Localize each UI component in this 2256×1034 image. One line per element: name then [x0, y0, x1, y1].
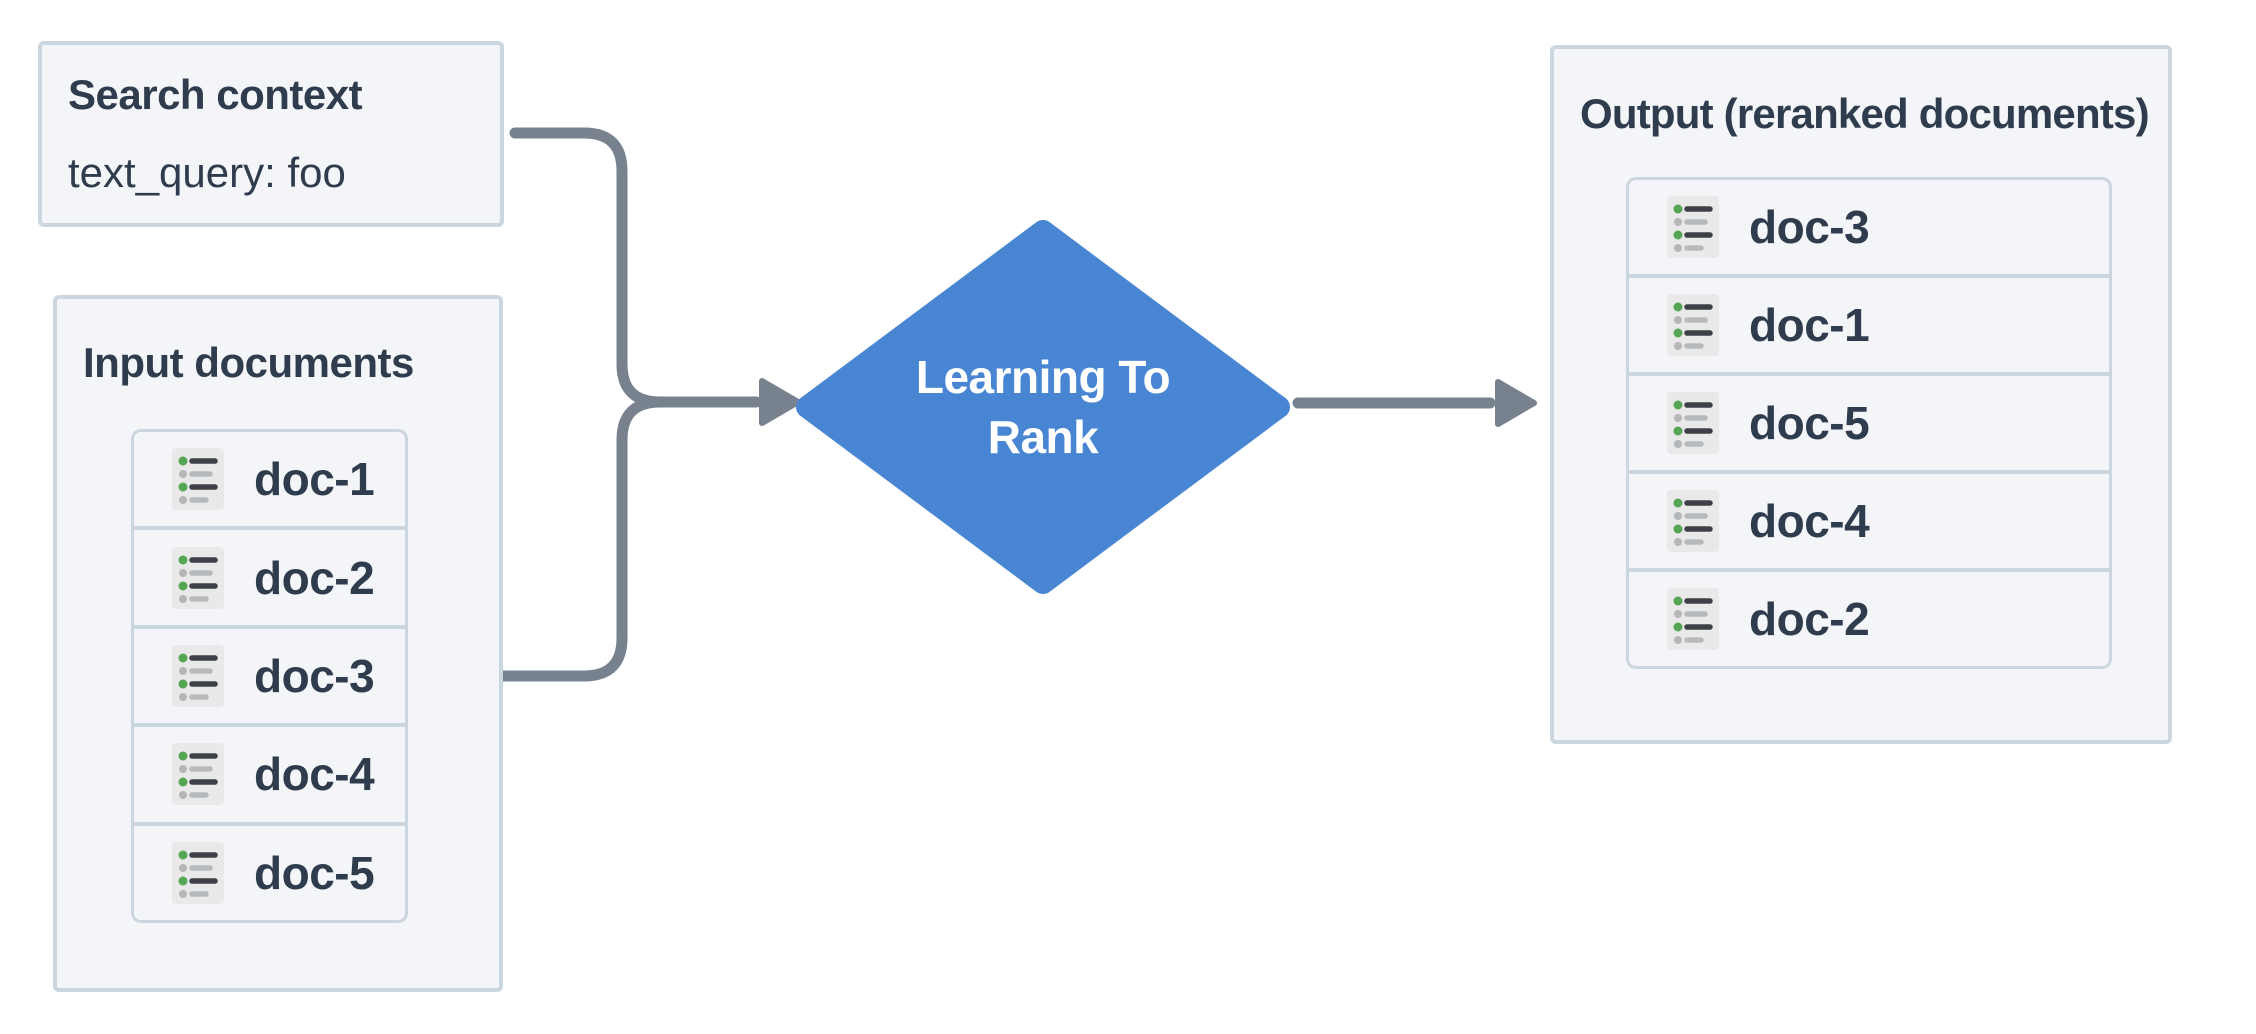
- document-label: doc-2: [254, 551, 375, 604]
- document-list-icon: [172, 448, 224, 511]
- document-list-icon: [1667, 294, 1719, 356]
- document-item: doc-3: [1629, 180, 2109, 274]
- search-context-title: Search context: [68, 71, 363, 118]
- output-document-list: doc-3 doc-1: [1626, 177, 2112, 669]
- arrowhead-into-output-icon: [1495, 379, 1537, 427]
- output-documents-panel: Output (reranked documents) doc-3: [1550, 45, 2172, 744]
- document-label: doc-2: [1749, 593, 1870, 645]
- wire-from-search-context: [509, 127, 762, 408]
- document-list-icon: [1667, 196, 1719, 258]
- document-list-icon: [172, 841, 224, 904]
- document-item: doc-5: [1629, 372, 2109, 470]
- document-label: doc-3: [254, 650, 375, 703]
- document-label: doc-4: [1749, 495, 1870, 547]
- ltr-node-label: Learning To Rank: [915, 351, 1171, 463]
- document-label: doc-1: [254, 453, 375, 506]
- document-item: doc-3: [134, 624, 405, 723]
- document-list-icon: [1667, 392, 1719, 454]
- arrowhead-into-ltr-icon: [759, 378, 801, 426]
- document-item: doc-1: [1629, 274, 2109, 372]
- input-documents-title: Input documents: [83, 339, 414, 386]
- ltr-diamond-shape: [796, 220, 1290, 594]
- document-item: doc-4: [134, 723, 405, 821]
- document-item: doc-1: [134, 432, 405, 526]
- document-item: doc-2: [134, 526, 405, 624]
- document-item: doc-4: [1629, 470, 2109, 568]
- document-label: doc-3: [1749, 201, 1870, 253]
- document-item: doc-2: [1629, 568, 2109, 666]
- document-label: doc-5: [254, 846, 375, 899]
- output-documents-title: Output (reranked documents): [1580, 90, 2150, 137]
- document-label: doc-1: [1749, 299, 1870, 351]
- document-item: doc-5: [134, 821, 405, 920]
- document-label: doc-4: [254, 748, 375, 801]
- document-list-icon: [1667, 490, 1719, 552]
- search-query-text: text_query: foo: [68, 149, 346, 196]
- wire-from-input-documents: [496, 396, 666, 682]
- input-document-list: doc-1 doc-2: [131, 429, 408, 923]
- document-list-icon: [172, 645, 224, 708]
- input-documents-panel: Input documents doc-1: [53, 295, 503, 992]
- document-list-icon: [1667, 588, 1719, 650]
- document-list-icon: [172, 546, 224, 609]
- document-label: doc-5: [1749, 397, 1870, 449]
- document-list-icon: [172, 743, 224, 806]
- search-context-panel: Search context text_query: foo: [38, 41, 504, 227]
